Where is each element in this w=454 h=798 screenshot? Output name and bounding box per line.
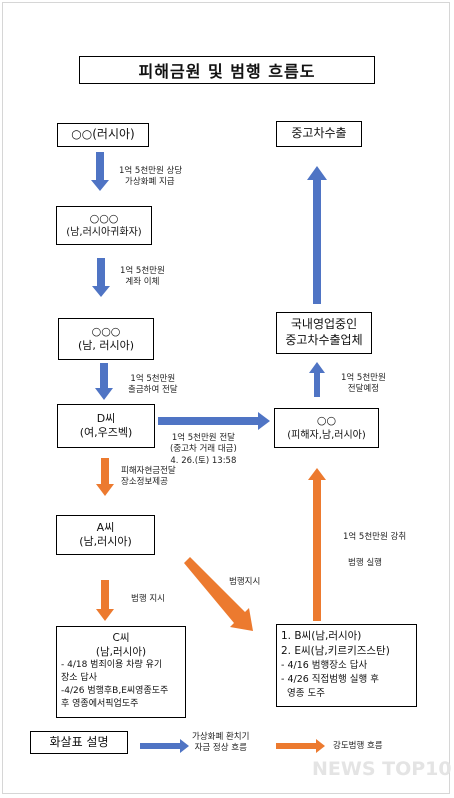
label-line: 1억 5천만원 <box>341 373 386 383</box>
russian-payer-label: ○○(러시아) <box>71 127 135 142</box>
arrow-blue-down-3 <box>95 363 113 400</box>
diagram-title: 피해금원 및 범행 흐름도 <box>79 56 375 84</box>
label-line: 1억 5천만원 상당 <box>119 166 183 176</box>
russian-male-box: ○○○ (남, 러시아) <box>58 318 154 360</box>
a-desc: (남,러시아) <box>79 535 132 548</box>
label-line: 계좌 이체 <box>125 277 160 288</box>
label-line: 가상화폐 지급 <box>125 177 175 188</box>
arrow-orange-diagonal <box>184 557 253 631</box>
be-item: 1. B씨(남,러시아) <box>281 630 362 642</box>
label-line: 장소정보제공 <box>121 477 168 488</box>
label-line: 1억 5천만원 <box>120 266 165 276</box>
dealer-box: 국내영업중인 중고차수출업체 <box>276 312 372 354</box>
arrow-blue-up-to-dealer <box>309 362 325 397</box>
legend-blue-label: 가상화폐 환치기 자금 정상 흐름 <box>192 732 249 755</box>
naturalized-name: ○○○ <box>89 211 119 225</box>
dealer-line1: 국내영업중인 <box>290 317 358 332</box>
label-robbery-amount: 1억 5천만원 강취 <box>343 532 406 543</box>
arrow-orange-up-to-victim <box>308 468 326 621</box>
label-line: 전달예정 <box>347 384 380 395</box>
label-crime-order-1: 범행 지시 <box>131 594 165 605</box>
naturalized-box: ○○○ (남,러시아귀화자) <box>56 206 152 245</box>
d-desc: (여,우즈벡) <box>79 426 133 439</box>
export-label: 중고차수출 <box>291 126 347 141</box>
watermark-logo: NEWS TOP10 <box>312 758 452 780</box>
russian-male-desc: (남, 러시아) <box>77 339 135 352</box>
label-line: 범행 지시 <box>131 594 165 604</box>
label-account-transfer: 1억 5천만원 계좌 이체 <box>120 266 165 289</box>
label-withdraw-deliver: 1억 5천만원 출금하여 전달 <box>128 374 178 397</box>
be-item: 2. E씨(남,키르키즈스탄) <box>281 645 390 658</box>
label-virtual-currency-payment: 1억 5천만원 상당 가상화폐 지급 <box>119 166 182 189</box>
c-name: C씨 <box>112 632 130 644</box>
label-line: (중고차 거래 대금) <box>170 444 237 455</box>
d-name: D씨 <box>96 411 116 425</box>
label-line: 강도범행 흐름 <box>333 741 383 751</box>
victim-box: ○○ (피해자,남,러시아) <box>274 408 379 448</box>
label-line: 자금 정상 흐름 <box>194 743 247 754</box>
d-box: D씨 (여,우즈벡) <box>57 404 155 448</box>
russian-male-name: ○○○ <box>91 324 121 338</box>
label-line: 범행지시 <box>229 577 261 587</box>
arrow-blue-down-2 <box>92 258 110 297</box>
victim-name: ○○ <box>316 414 337 428</box>
label-location-info: 피해자현금전달 장소정보제공 <box>121 466 176 489</box>
legend-orange-label: 강도범행 흐름 <box>333 741 383 752</box>
dealer-line2: 중고차수출업체 <box>285 333 363 347</box>
legend-title-box: 화살표 설명 <box>30 731 128 754</box>
c-item: - 4/18 범죄이용 차량 유기 <box>61 660 163 671</box>
c-box: C씨 (남,러시아) - 4/18 범죄이용 차량 유기 장소 답사 -4/26… <box>56 626 186 718</box>
arrow-orange-down-2 <box>96 580 114 621</box>
arrow-orange-down-1 <box>96 458 114 496</box>
export-box: 중고차수출 <box>276 121 362 147</box>
a-box: A씨 (남,러시아) <box>56 515 155 555</box>
be-box: 1. B씨(남,러시아) 2. E씨(남,키르키즈스탄) - 4/16 범행장소… <box>276 624 417 707</box>
label-line: 출금하여 전달 <box>128 385 178 396</box>
label-line: 범행 실행 <box>348 558 382 568</box>
arrow-blue-down-1 <box>91 152 109 191</box>
be-item: 영종 도주 <box>287 687 325 699</box>
legend-orange-arrow <box>276 739 325 753</box>
label-line: 피해자현금전달 <box>121 466 176 476</box>
be-item: - 4/16 범행장소 답사 <box>281 660 368 672</box>
legend-title: 화살표 설명 <box>49 734 109 749</box>
be-item: - 4/26 직접범행 실행 후 <box>281 674 380 686</box>
c-desc: (남,러시아) <box>95 646 147 659</box>
russian-payer-box: ○○(러시아) <box>57 123 149 147</box>
victim-desc: (피해자,남,러시아) <box>287 429 366 441</box>
a-name: A씨 <box>96 520 115 534</box>
c-item: 후 영종에서픽업도주 <box>61 699 139 710</box>
page-frame <box>2 2 450 794</box>
c-item: 장소 답사 <box>61 673 97 684</box>
label-crime-order-2: 범행지시 <box>229 577 260 588</box>
c-item: -4/26 범행후B,E씨영종도주 <box>61 686 169 697</box>
label-crime-execution: 범행 실행 <box>348 558 382 569</box>
arrow-blue-right-to-victim <box>158 412 270 430</box>
label-line: 1억 5천만원 <box>130 374 176 384</box>
label-line: 4. 26.(토) 13:58 <box>170 455 237 466</box>
arrow-blue-up-to-export <box>307 166 327 304</box>
label-planned-delivery: 1억 5천만원 전달예정 <box>341 373 386 396</box>
naturalized-desc: (남,러시아귀화자) <box>66 227 142 239</box>
label-line: 1억 5천만원 강취 <box>343 532 407 542</box>
label-line: 가상화폐 환치기 <box>192 732 250 742</box>
label-line: 1억 5천만원 전달 <box>171 433 235 443</box>
legend-blue-arrow <box>140 739 189 753</box>
label-delivery-to-victim: 1억 5천만원 전달 (중고차 거래 대금) 4. 26.(토) 13:58 <box>170 433 237 467</box>
